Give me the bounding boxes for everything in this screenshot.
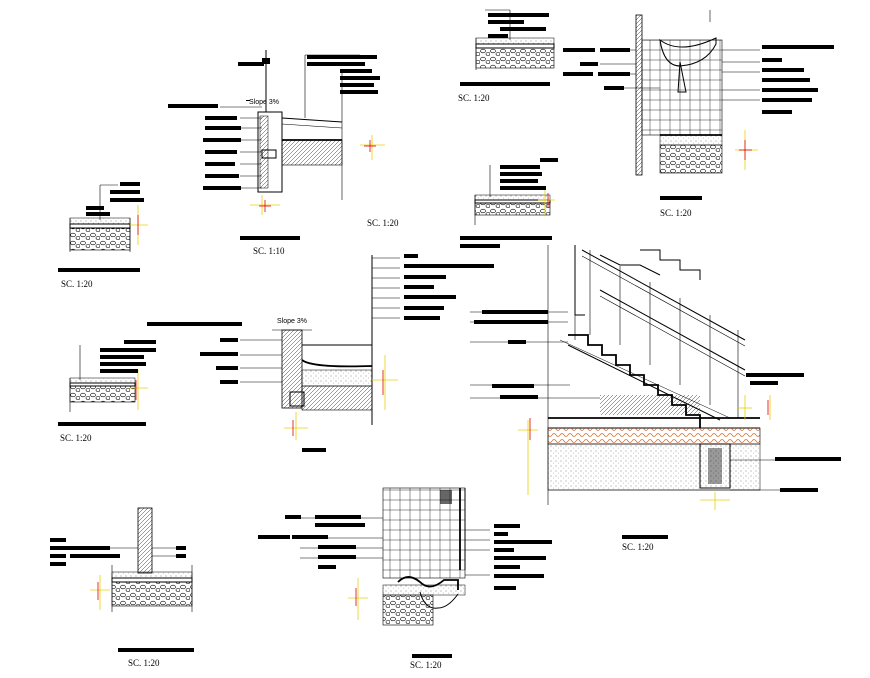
scale-label-wall-tile: SC. 1:20: [458, 93, 490, 103]
wall-base-detail: [50, 507, 194, 652]
parapet-detail-1-10: Slope 3%: [249, 50, 385, 215]
callout-block-parapet-left: [168, 104, 241, 190]
scale-label-toilet: SC. 1:20: [410, 660, 442, 670]
washbasin-detail: [563, 10, 834, 200]
roof-parapet-mid-detail: Slope 3%: [147, 254, 494, 452]
slope-label-mid: Slope 3%: [277, 318, 307, 325]
scale-label-floor-3: SC. 1:20: [60, 433, 92, 443]
scale-label-parapet: SC. 1:10: [253, 246, 285, 256]
scale-label-roof: SC. 1:20: [367, 218, 399, 228]
callout-block-parapet-right: [238, 55, 380, 94]
floor-detail-small-2: [460, 158, 558, 248]
toilet-detail: [258, 487, 552, 658]
wall-tile-detail-top: [460, 9, 555, 86]
slope-label-top: Slope 3%: [249, 99, 279, 106]
scale-label-floor-1: SC. 1:20: [61, 279, 93, 289]
scale-label-wall-base: SC. 1:20: [128, 658, 160, 668]
floor-detail-small-1: [58, 182, 148, 272]
scale-label-staircase: SC. 1:20: [622, 542, 654, 552]
scale-label-washbasin: SC. 1:20: [660, 208, 692, 218]
staircase-detail: [470, 245, 841, 539]
floor-detail-small-3: [58, 340, 156, 426]
